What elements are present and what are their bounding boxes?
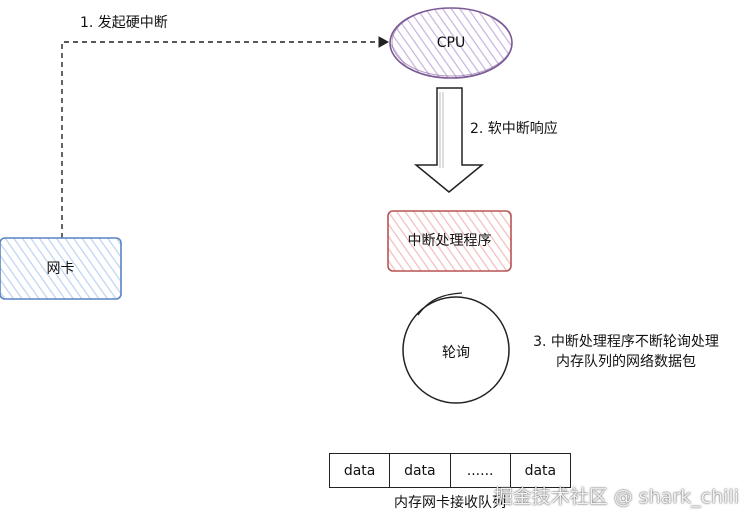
watermark: 掘金技术社区 @ shark_chili: [493, 486, 739, 508]
nic-node: [0, 237, 122, 300]
queue-cell: data: [390, 454, 451, 487]
step1-label: 1. 发起硬中断: [80, 15, 168, 31]
handler-label: 中断处理程序: [407, 233, 492, 249]
polling-node: [402, 292, 510, 404]
cpu-label: CPU: [436, 35, 466, 51]
step3-label-line1: 3. 中断处理程序不断轮询处理: [533, 334, 719, 350]
polling-label: 轮询: [442, 345, 470, 361]
step3-label-line2: 内存队列的网络数据包: [556, 354, 696, 370]
nic-label: 网卡: [46, 261, 75, 277]
soft-interrupt-arrow: [413, 87, 485, 193]
queue-cell: data: [330, 454, 391, 487]
receive-queue: data data ...... data: [329, 453, 571, 488]
queue-cell: ......: [451, 454, 511, 487]
hard-interrupt-arrow: [61, 36, 390, 238]
queue-cell: data: [524, 462, 557, 479]
queue-caption: 内存网卡接收队列: [394, 495, 506, 511]
cpu-node: [389, 7, 513, 79]
handler-node: [387, 210, 512, 272]
step2-label: 2. 软中断响应: [470, 121, 558, 137]
